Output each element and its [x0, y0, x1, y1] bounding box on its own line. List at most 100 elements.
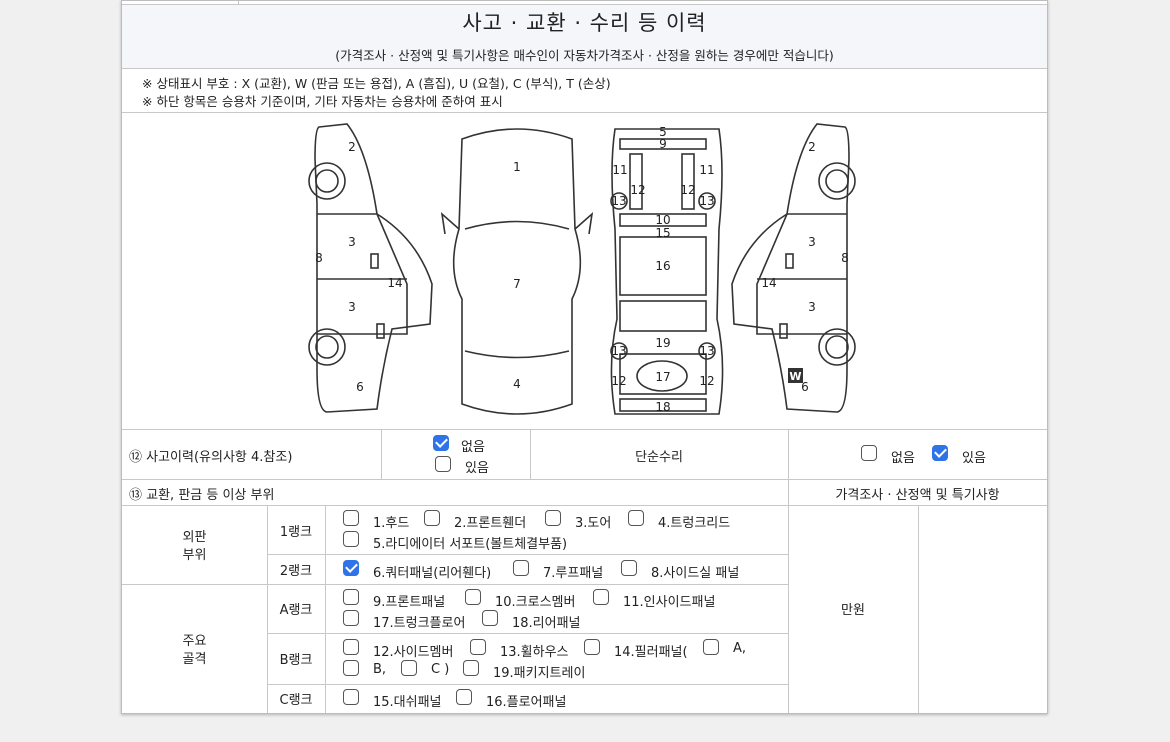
roof-panel-label: 7.루프패널 — [543, 566, 604, 581]
dash-panel-checkbox[interactable] — [343, 689, 359, 705]
trunk-lid-label: 4.트렁크리드 — [658, 516, 731, 531]
damage-marker-w: W — [789, 370, 801, 383]
part-number-label: 3 — [348, 300, 356, 314]
divider — [325, 505, 326, 713]
exterior-group-label: 부위 — [182, 548, 207, 563]
trunk-lid-checkbox[interactable] — [628, 510, 644, 526]
part-number-label: 12 — [680, 183, 695, 197]
hood-checkbox[interactable] — [343, 510, 359, 526]
door-label: 3.도어 — [575, 516, 612, 531]
divider — [267, 554, 788, 555]
special-notes-field[interactable] — [919, 506, 1047, 713]
accident-yes-label: 있음 — [465, 461, 489, 476]
left-side-car-outline — [308, 123, 433, 413]
divider — [122, 479, 1047, 480]
side-member-checkbox[interactable] — [343, 639, 359, 655]
divider — [122, 429, 1047, 430]
front-panel-label: 9.프론트패널 — [373, 595, 446, 610]
rank-2-label: 2랭크 — [279, 564, 313, 579]
price-unit-label: 만원 — [841, 603, 865, 618]
legend-symbols: ※ 상태표시 부호 : X (교환), W (판금 또는 용접), A (흠집)… — [142, 76, 611, 91]
quarter-panel-label: 6.쿼터패널(리어휀다) — [373, 566, 492, 581]
damage-marker-box — [788, 368, 803, 383]
divider — [267, 684, 788, 685]
pillar-c-label: C ) — [431, 662, 450, 677]
roof-panel-checkbox[interactable] — [513, 560, 529, 576]
accident-none-label: 없음 — [461, 440, 485, 455]
simple-repair-none-label: 없음 — [891, 451, 915, 466]
radiator-support-checkbox[interactable] — [343, 531, 359, 547]
divider — [267, 505, 268, 713]
floor-panel-label: 16.플로어패널 — [486, 695, 567, 710]
side-sill-panel-label: 8.사이드실 패널 — [651, 566, 740, 581]
accident-yes-checkbox[interactable] — [435, 456, 451, 472]
part-number-label: 16 — [655, 259, 670, 273]
rear-panel-checkbox[interactable] — [482, 610, 498, 626]
pillar-a-label: A, — [733, 641, 747, 656]
accident-history-label: ⑫ 사고이력(유의사항 4.참조) — [129, 450, 293, 465]
part-number-label: 13 — [699, 344, 714, 358]
inside-panel-checkbox[interactable] — [593, 589, 609, 605]
inside-panel-label: 11.인사이드패널 — [623, 595, 716, 610]
inspection-sheet: 사고 · 교환 · 수리 등 이력 (가격조사 · 산정액 및 특기사항은 매수… — [121, 0, 1048, 714]
part-number-label: 12 — [611, 374, 626, 388]
trunk-floor-checkbox[interactable] — [343, 610, 359, 626]
part-number-label: 6 — [801, 380, 809, 394]
part-number-label: 13 — [699, 194, 714, 208]
divider — [530, 429, 531, 479]
wheel-house-checkbox[interactable] — [470, 639, 486, 655]
part-number-label: 15 — [655, 226, 670, 240]
divider — [122, 4, 1047, 5]
divider — [267, 633, 788, 634]
floor-panel-checkbox[interactable] — [456, 689, 472, 705]
pillar-b-label: B, — [373, 662, 387, 677]
part-number-label: 4 — [513, 377, 521, 391]
divider — [918, 505, 919, 713]
cross-member-checkbox[interactable] — [465, 589, 481, 605]
pillar-panel-checkbox[interactable] — [584, 639, 600, 655]
title-band — [122, 5, 1047, 68]
section-title: 사고 · 교환 · 수리 등 이력 — [462, 11, 707, 35]
package-tray-checkbox[interactable] — [463, 660, 479, 676]
right-side-car-outline — [731, 123, 856, 413]
part-number-label: 1 — [513, 160, 521, 174]
part-number-label: 9 — [659, 137, 667, 151]
part-number-label: 12 — [630, 183, 645, 197]
pillar-b-checkbox[interactable] — [343, 660, 359, 676]
divider — [381, 429, 382, 479]
wheel-house-label: 13.휠하우스 — [500, 645, 569, 660]
trunk-floor-label: 17.트렁크플로어 — [373, 616, 466, 631]
radiator-support-label: 5.라디에이터 서포트(볼트체결부품) — [373, 537, 568, 552]
front-panel-checkbox[interactable] — [343, 589, 359, 605]
part-number-label: 8 — [315, 251, 323, 265]
part-number-label: 13 — [611, 344, 626, 358]
frame-group-label: 골격 — [182, 652, 207, 667]
pillar-panel-label: 14.필러패널( — [614, 645, 688, 660]
part-number-label: 2 — [348, 140, 356, 154]
simple-repair-yes-checkbox[interactable] — [932, 445, 948, 461]
accident-none-checkbox[interactable] — [433, 435, 449, 451]
front-fender-label: 2.프론트휀더 — [454, 516, 527, 531]
divider — [788, 429, 789, 713]
part-number-label: 7 — [513, 277, 521, 291]
hood-label: 1.후드 — [373, 516, 410, 531]
exterior-group-label: 외판 — [182, 530, 207, 545]
rank-a-label: A랭크 — [279, 603, 313, 618]
simple-repair-yes-label: 있음 — [962, 451, 986, 466]
front-fender-checkbox[interactable] — [424, 510, 440, 526]
frame-group-label: 주요 — [182, 634, 207, 649]
part-number-label: 12 — [699, 374, 714, 388]
simple-repair-label: 단순수리 — [635, 450, 683, 465]
door-checkbox[interactable] — [545, 510, 561, 526]
pillar-c-checkbox[interactable] — [401, 660, 417, 676]
simple-repair-none-checkbox[interactable] — [861, 445, 877, 461]
part-number-label: 14 — [387, 276, 402, 290]
part-number-label: 2 — [808, 140, 816, 154]
quarter-panel-checkbox[interactable] — [343, 560, 359, 576]
rank-c-label: C랭크 — [279, 693, 313, 708]
car-diagram: 2 3 8 14 3 6 1 7 4 5 9 11 11 12 12 13 13… — [308, 123, 856, 415]
package-tray-label: 19.패키지트레이 — [493, 666, 586, 681]
part-number-label: 3 — [808, 300, 816, 314]
pillar-a-checkbox[interactable] — [703, 639, 719, 655]
side-sill-panel-checkbox[interactable] — [621, 560, 637, 576]
